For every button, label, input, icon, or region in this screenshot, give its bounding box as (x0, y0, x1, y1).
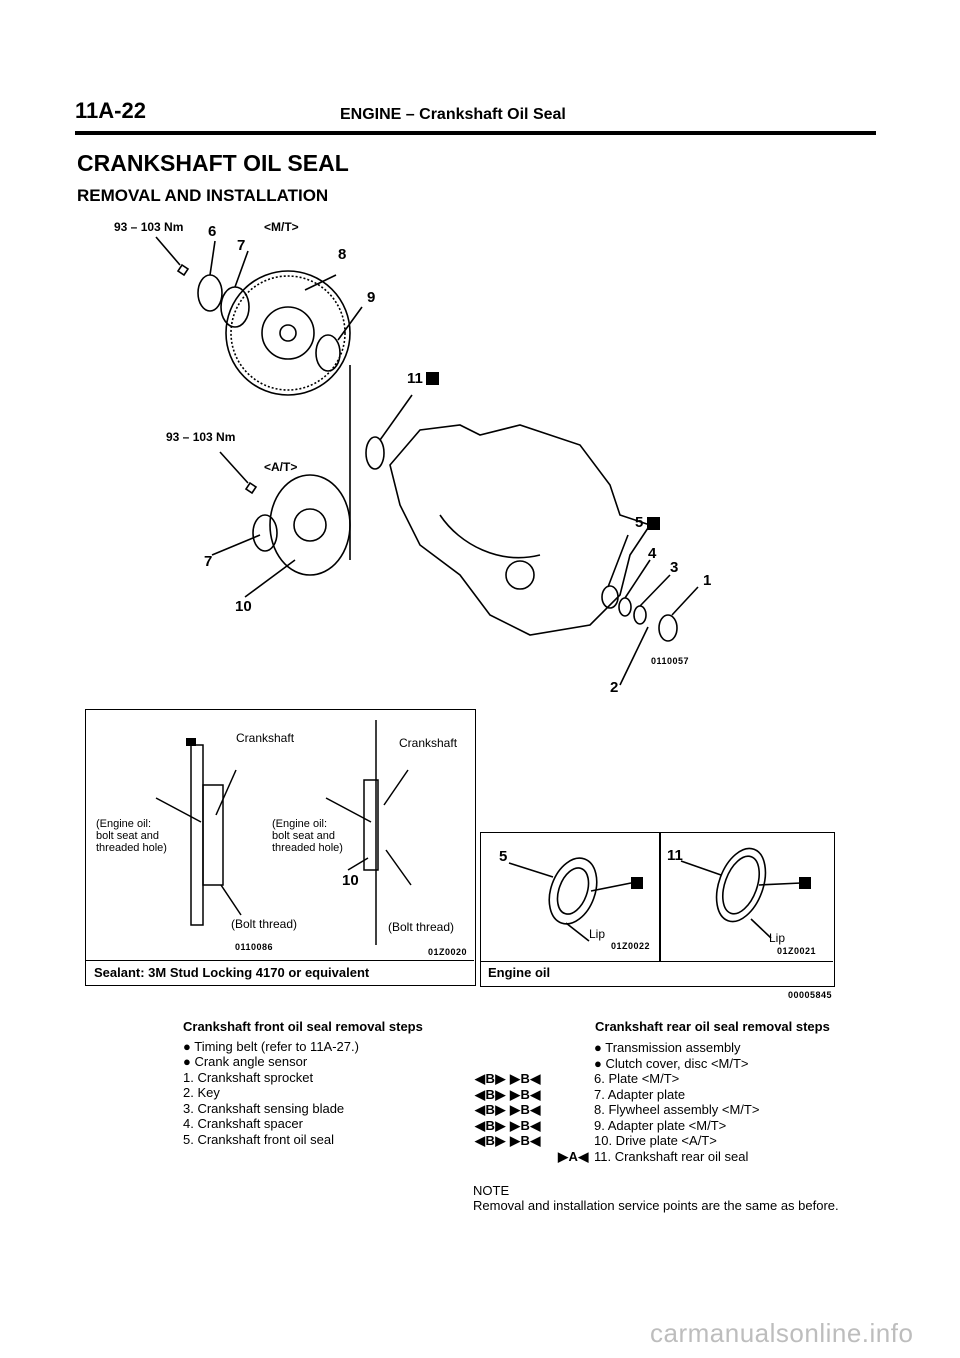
service-mark: ◀B▶ ▶B◀ (475, 1117, 541, 1133)
note: NOTE Removal and installation service po… (473, 1183, 893, 1213)
lip-label-left: Lip (589, 927, 606, 941)
oil-callout-11: 11 (667, 847, 683, 864)
exploded-diagram-drawing (155, 236, 699, 686)
oil-footer-text: Engine oil (488, 965, 551, 980)
new-part-icon (647, 517, 660, 530)
oil-box: 5 11 Lip 01Z0022 Lip 01Z0021 Engine oil (480, 832, 835, 987)
torque-label-mt: 93 – 103 Nm (114, 220, 184, 234)
callout-8: 8 (338, 246, 347, 263)
oil-note-right: (Engine oil: bolt seat and threaded hole… (272, 818, 343, 854)
rear-step-item: ▶A◀ 11. Crankshaft rear oil seal (530, 1149, 890, 1165)
callout-11: 11 (407, 370, 423, 387)
rear-step-text: ● Transmission assembly (594, 1040, 741, 1055)
callout-2: 2 (610, 679, 619, 696)
service-mark: ◀B▶ ▶B◀ (475, 1071, 541, 1086)
rear-step-item: ◀B▶ ▶B◀ 8. Flywheel assembly <M/T> (475, 1102, 890, 1118)
rear-step-item: ● Transmission assembly (530, 1040, 890, 1056)
at-tag: <A/T> (264, 460, 298, 474)
front-step-item: 3. Crankshaft sensing blade (183, 1100, 345, 1116)
sealant-code-left: 0110086 (235, 942, 274, 952)
new-part-icon (426, 372, 439, 385)
callout-4: 4 (648, 545, 657, 562)
bolt-thread-left: (Bolt thread) (231, 917, 298, 931)
callout-5: 5 (635, 514, 644, 531)
crankshaft-label-left: Crankshaft (236, 731, 295, 745)
callout-7: 7 (237, 237, 246, 254)
sealant-footer-text: Sealant: 3M Stud Locking 4170 or equival… (94, 965, 370, 980)
sub-title: REMOVAL AND INSTALLATION (77, 186, 329, 205)
oil-code-left: 01Z0022 (611, 941, 651, 951)
section-title: ENGINE – Crankshaft Oil Seal (340, 106, 566, 123)
rear-step-item: ◀B▶ ▶B◀ 6. Plate <M/T> (475, 1071, 890, 1087)
service-mark: ◀B▶ ▶B◀ (475, 1133, 541, 1148)
front-step-item: 1. Crankshaft sprocket (183, 1069, 314, 1085)
header-rule (75, 131, 876, 135)
sealant-code-right: 01Z0020 (428, 947, 468, 957)
front-step-item: ● Crank angle sensor (183, 1054, 308, 1069)
callout-6: 6 (208, 223, 217, 240)
oil-box-code: 00005845 (788, 990, 833, 1000)
main-title: CRANKSHAFT OIL SEAL (77, 150, 349, 176)
mt-tag: <M/T> (264, 220, 299, 234)
rear-step-item: ● Clutch cover, disc <M/T> (530, 1056, 890, 1072)
watermark: carmanualsonline.info (650, 1318, 914, 1348)
rear-step-text: 10. Drive plate <A/T> (594, 1133, 717, 1148)
lip-label-right: Lip (769, 931, 786, 945)
front-step-item: 5. Crankshaft front oil seal (183, 1131, 335, 1147)
rear-step-item: ◀B▶ ▶B◀ 9. Adapter plate <M/T> (475, 1117, 890, 1134)
front-steps: Crankshaft front oil seal removal steps … (183, 1019, 468, 1147)
oil-seal-drawing (508, 847, 811, 942)
rear-step-text: 7. Adapter plate (594, 1086, 686, 1102)
callout-10: 10 (235, 598, 252, 615)
oil-code-right: 01Z0021 (777, 946, 817, 956)
sealant-box: Crankshaft Crankshaft (Engine oil: bolt … (85, 709, 476, 986)
sealant-callout-10: 10 (342, 872, 359, 889)
rear-step-text: 11. Crankshaft rear oil seal (594, 1148, 749, 1164)
oil-box-divider (659, 833, 661, 961)
rear-step-text: 6. Plate <M/T> (594, 1071, 680, 1086)
front-step-item: 2. Key (183, 1085, 220, 1100)
callout-9: 9 (367, 289, 376, 306)
bolt-thread-right: (Bolt thread) (388, 920, 455, 934)
note-label: NOTE (473, 1183, 510, 1198)
oil-footer: Engine oil (481, 961, 833, 986)
note-text: Removal and installation service points … (473, 1198, 839, 1213)
callout-1: 1 (703, 572, 712, 589)
oil-callout-5: 5 (499, 848, 508, 865)
service-mark: ◀B▶ ▶B◀ (475, 1102, 541, 1117)
service-mark: ▶A◀ (558, 1148, 589, 1164)
rear-step-text: 9. Adapter plate <M/T> (594, 1117, 727, 1133)
rear-step-item: ◀B▶ ▶B◀ 10. Drive plate <A/T> (475, 1133, 890, 1149)
service-mark: ◀B▶ ▶B◀ (475, 1086, 541, 1102)
crankshaft-label-right: Crankshaft (399, 736, 458, 750)
front-steps-title: Crankshaft front oil seal removal steps (183, 1019, 423, 1034)
front-step-item: ● Timing belt (refer to 11A-27.) (183, 1038, 359, 1054)
sealant-footer: Sealant: 3M Stud Locking 4170 or equival… (86, 960, 474, 986)
rear-steps-title: Crankshaft rear oil seal removal steps (595, 1019, 830, 1034)
diagram-code: 0110057 (651, 656, 690, 666)
rear-step-item: ◀B▶ ▶B◀ 7. Adapter plate (475, 1086, 890, 1103)
rear-step-text: 8. Flywheel assembly <M/T> (594, 1102, 760, 1117)
page-number: 11A-22 (75, 98, 146, 123)
exploded-diagram: 93 – 103 Nm 6 <M/T> 7 8 9 11 93 – 103 Nm… (100, 215, 800, 705)
front-step-item: 4. Crankshaft spacer (183, 1116, 303, 1131)
sealant-drawing (155, 720, 412, 945)
callout-7-at: 7 (204, 553, 213, 570)
rear-step-text: ● Clutch cover, disc <M/T> (594, 1055, 749, 1071)
rear-steps: ● Transmission assembly ● Clutch cover, … (475, 1040, 890, 1165)
rear-steps-title-wrap: Crankshaft rear oil seal removal steps (595, 1019, 895, 1039)
callout-3: 3 (670, 559, 679, 576)
torque-label-at: 93 – 103 Nm (166, 430, 236, 444)
oil-note-left: (Engine oil: bolt seat and threaded hole… (96, 818, 167, 854)
